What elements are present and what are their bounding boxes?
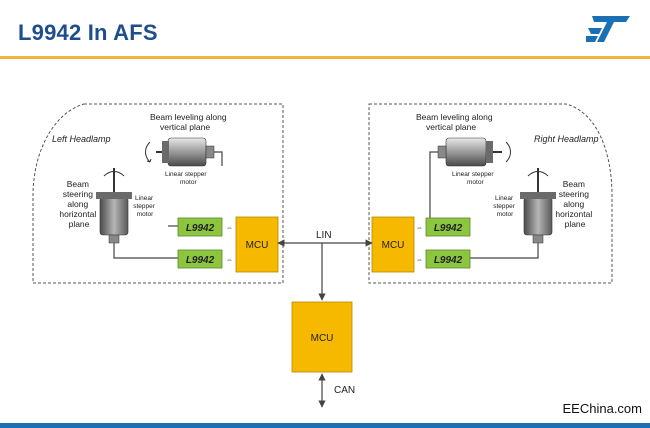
left-vertical-motor-type-2: motor	[180, 179, 197, 186]
right-driver-bottom: L9942	[425, 249, 471, 269]
right-horizontal-motor-type: Linear stepper motor	[493, 195, 517, 218]
left-driver-bottom: L9942	[177, 249, 223, 269]
left-vertical-caption-1: Beam leveling along	[150, 112, 227, 122]
left-horizontal-motor-type: Linear stepper motor	[133, 195, 157, 218]
svg-text:⇔: ⇔	[416, 225, 423, 232]
svg-text:⇔: ⇔	[226, 257, 233, 264]
right-vertical-motor-icon	[437, 137, 511, 167]
svg-text:⇔: ⇔	[416, 257, 423, 264]
right-mcu: MCU	[371, 216, 415, 273]
right-horizontal-caption: Beam steering along horizontal plane	[555, 179, 594, 229]
left-vertical-motor-icon	[145, 137, 215, 167]
svg-text:Linear stepper mot: Linear stepper motor	[493, 195, 517, 218]
svg-text:MCU: MCU	[311, 333, 334, 344]
left-driver-top: L9942	[177, 217, 223, 237]
left-headlamp-label: Left Headlamp	[52, 134, 111, 144]
left-horizontal-motor-icon	[96, 168, 132, 244]
svg-text:Beam steering alon: Beam steering along horizontal plane	[555, 179, 594, 229]
svg-text:L9942: L9942	[434, 255, 463, 266]
left-vertical-caption-2: vertical plane	[160, 122, 210, 132]
svg-text:⇔: ⇔	[226, 225, 233, 232]
right-headlamp-label: Right Headlamp	[534, 134, 599, 144]
right-driver-top: L9942	[425, 217, 471, 237]
svg-text:L9942: L9942	[434, 223, 463, 234]
left-horizontal-caption: Beam steering along horizontal plane	[59, 179, 98, 229]
right-vertical-caption-2: vertical plane	[426, 122, 476, 132]
left-vertical-motor-type-1: Linear stepper	[165, 171, 207, 178]
svg-text:Linear stepper mot: Linear stepper motor	[133, 195, 157, 218]
title-underline	[0, 56, 650, 59]
central-mcu: MCU	[291, 301, 353, 373]
right-vertical-caption-1: Beam leveling along	[416, 112, 493, 122]
svg-text:L9942: L9942	[186, 255, 215, 266]
footer-bar	[0, 423, 650, 428]
right-vertical-motor-type-1: Linear stepper	[452, 171, 494, 178]
right-headlamp-outline	[368, 103, 613, 284]
right-vertical-motor-type-2: motor	[467, 179, 484, 186]
watermark: EEChina.com	[562, 401, 642, 416]
svg-text:MCU: MCU	[246, 240, 269, 251]
right-horizontal-motor-icon	[520, 168, 556, 244]
slide-title: L9942 In AFS	[18, 20, 158, 45]
left-mcu: MCU	[235, 216, 279, 273]
can-label: CAN	[334, 385, 355, 396]
svg-text:L9942: L9942	[186, 223, 215, 234]
left-headlamp-outline	[32, 103, 284, 284]
svg-text:Beam steering alon: Beam steering along horizontal plane	[59, 179, 98, 229]
svg-text:MCU: MCU	[382, 240, 405, 251]
st-logo-icon	[586, 16, 630, 42]
lin-label: LIN	[316, 230, 332, 241]
